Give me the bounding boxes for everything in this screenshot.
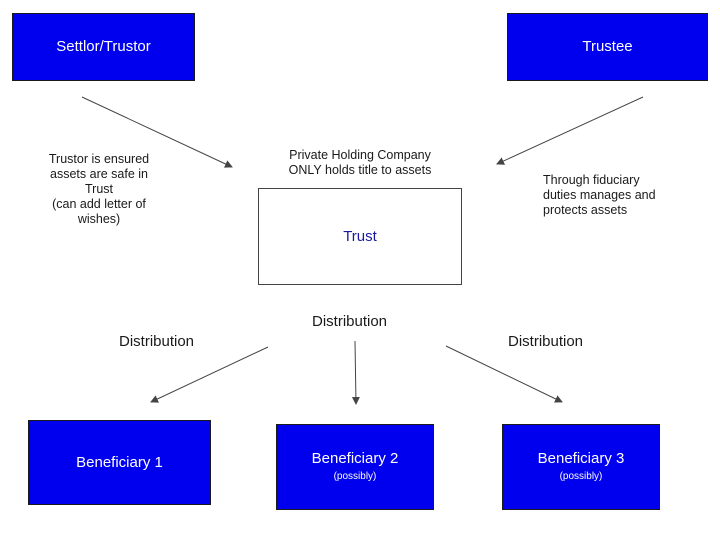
trustor-note: Trustor is ensured assets are safe in Tr… <box>34 152 164 227</box>
beneficiary-3-note: (possibly) <box>559 471 603 482</box>
trustee-note: Through fiduciary duties manages and pro… <box>543 173 693 218</box>
trust-box: Trust <box>258 188 462 285</box>
arrow-trust-to-beneficiary-3 <box>445 345 563 403</box>
beneficiary-1-label: Beneficiary 1 <box>76 453 163 471</box>
trust-label: Trust <box>343 228 377 245</box>
beneficiary-1-box: Beneficiary 1 <box>28 420 211 505</box>
arrow-trust-to-beneficiary-2 <box>351 340 360 405</box>
trustor-note-line: assets are safe in <box>50 167 148 181</box>
trustee-box: Trustee <box>507 13 708 81</box>
beneficiary-2-box: Beneficiary 2 (possibly) <box>276 424 434 510</box>
beneficiary-3-label: Beneficiary 3 <box>537 450 625 467</box>
arrow-trustee-to-trust <box>496 96 644 165</box>
arrow-settlor-to-trust <box>81 96 233 168</box>
trustor-note-line: Trustor is ensured <box>48 152 150 166</box>
trustee-note-line: protects assets <box>543 203 628 217</box>
trustor-note-line: wishes) <box>77 212 121 226</box>
beneficiary-2-note: (possibly) <box>333 471 377 482</box>
trustee-note-line: duties manages and <box>543 188 656 202</box>
holding-note-line: ONLY holds title to assets <box>288 163 432 177</box>
beneficiary-2-label: Beneficiary 2 <box>311 450 399 467</box>
distribution-label-left: Distribution <box>119 333 195 350</box>
trustee-label: Trustee <box>582 38 633 55</box>
trustor-note-line: Trust <box>84 182 113 196</box>
settlor-box: Settlor/Trustor <box>12 13 195 81</box>
arrow-trust-to-beneficiary-1 <box>150 346 269 403</box>
distribution-label-center: Distribution <box>312 313 388 330</box>
holding-company-note: Private Holding Company ONLY holds title… <box>262 148 458 178</box>
beneficiary-3-box: Beneficiary 3 (possibly) <box>502 424 660 510</box>
trustee-note-line: Through fiduciary <box>543 173 640 187</box>
holding-note-line: Private Holding Company <box>289 148 431 162</box>
trustor-note-line: (can add letter of <box>52 197 146 211</box>
settlor-label: Settlor/Trustor <box>56 38 151 55</box>
distribution-label-right: Distribution <box>508 333 584 350</box>
